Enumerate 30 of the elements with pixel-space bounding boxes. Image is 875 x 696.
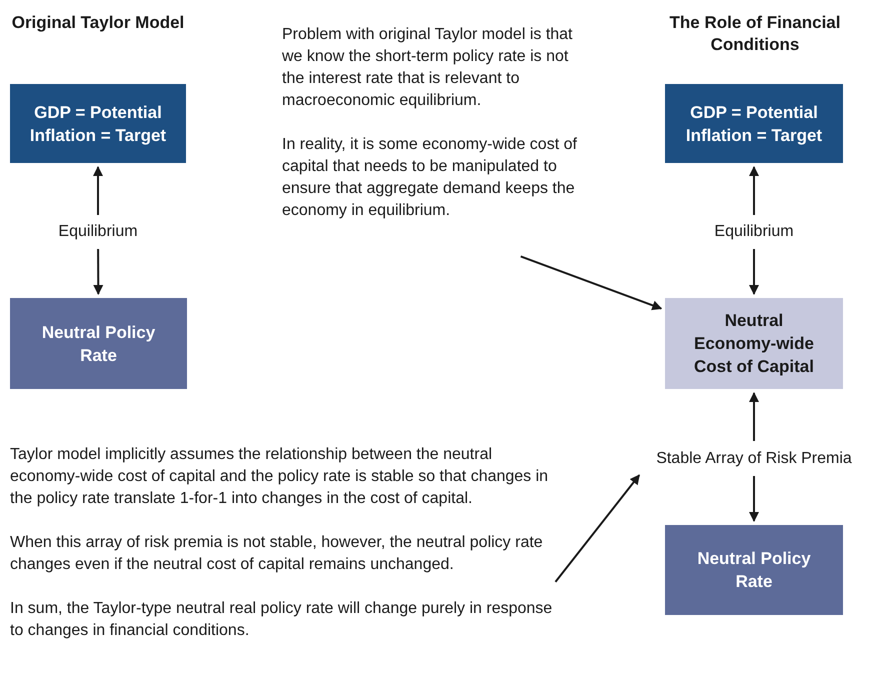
note-paragraph: In reality, it is some economy-wide cost of capital that needs to be manipulated to ensure that aggregate demand keeps the economy in equilibrium. (282, 135, 578, 221)
box-text: Neutral Policy Rate (696, 548, 812, 593)
cost-of-capital-box (665, 298, 843, 389)
box-text: Neutral Policy Rate (40, 322, 156, 366)
arrow (749, 249, 759, 295)
arrow (554, 474, 640, 582)
note-paragraph: In sum, the Taylor-type neutral real policy rate will change purely in response to changes in financial conditions. (10, 599, 554, 641)
edge-caption: Equilibrium (714, 222, 794, 242)
target-box (665, 84, 843, 163)
note-paragraph: Problem with original Taylor model is that we know the short-term policy rate is not the interest rate that is relevant to macroeconomic equilibrium. (282, 25, 574, 111)
arrow (749, 476, 759, 522)
arrow (93, 249, 104, 295)
box-text: Neutral Economy-wide Cost of Capital (693, 310, 815, 378)
edge-caption: Equilibrium (58, 222, 138, 242)
box-text: GDP = Potential (690, 102, 818, 124)
box-text: Inflation = Target (686, 124, 822, 146)
edge-caption: Stable Array of Risk Premia (656, 448, 852, 468)
column-heading: The Role of Financial Conditions (668, 12, 842, 56)
target-box (10, 84, 186, 163)
arrow (749, 166, 759, 215)
arrow (93, 166, 103, 215)
note-paragraph: Taylor model implicitly assumes the relationship between the neutral economy-wide cost of capital and the policy rate is stable so that changes in the policy rate translate 1-for-1 into changes in the cost of capital. (10, 445, 550, 509)
column-heading: Original Taylor Model (10, 12, 186, 34)
arrow (520, 255, 662, 310)
arrow (749, 392, 759, 441)
note-paragraph: When this array of risk premia is not stable, however, the neutral policy rate changes even if the neutral cost of capital remains unchanged. (10, 533, 544, 575)
box-text: Inflation = Target (30, 124, 166, 146)
policy-rate-box (665, 525, 843, 615)
policy-rate-box (10, 298, 187, 389)
box-text: GDP = Potential (34, 102, 162, 124)
